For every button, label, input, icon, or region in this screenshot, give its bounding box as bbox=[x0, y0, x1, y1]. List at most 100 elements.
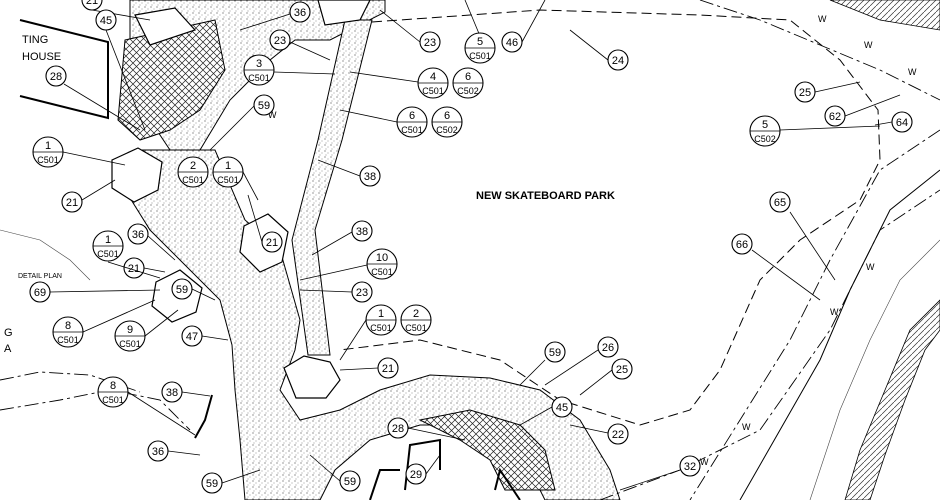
svg-text:38: 38 bbox=[364, 171, 376, 183]
svg-text:21: 21 bbox=[266, 237, 278, 249]
hexagon-planter-1 bbox=[111, 147, 163, 203]
water-line-letter: W bbox=[908, 67, 917, 77]
svg-text:8: 8 bbox=[110, 380, 116, 392]
skate-park-boundary bbox=[339, 9, 881, 426]
keynote-tag: 36 bbox=[127, 223, 176, 261]
svg-text:5: 5 bbox=[762, 119, 768, 131]
keynote-tag: 59 bbox=[201, 469, 261, 494]
keynote-tag: 21 bbox=[339, 357, 399, 379]
svg-text:45: 45 bbox=[100, 15, 112, 27]
svg-text:C501: C501 bbox=[469, 51, 491, 61]
svg-text:21: 21 bbox=[128, 263, 140, 275]
bottom-plaza-crosshatch bbox=[418, 409, 556, 491]
keynote-tag: 21 bbox=[81, 0, 151, 21]
keynote-tag: 21 bbox=[247, 194, 283, 253]
keynote-tag: 21 bbox=[61, 179, 116, 213]
svg-text:21: 21 bbox=[86, 0, 98, 7]
svg-text:6: 6 bbox=[465, 71, 471, 83]
keynote-tag: 23 bbox=[299, 281, 373, 303]
svg-text:69: 69 bbox=[34, 287, 46, 299]
keynote-tag: 28 bbox=[387, 417, 466, 441]
topo-line-1 bbox=[0, 389, 191, 431]
road-stripe bbox=[844, 299, 940, 500]
svg-text:C502: C502 bbox=[754, 134, 776, 144]
svg-text:62: 62 bbox=[829, 111, 841, 123]
svg-text:C501: C501 bbox=[102, 395, 124, 405]
svg-text:22: 22 bbox=[612, 429, 624, 441]
water-line-letter: W bbox=[864, 40, 873, 50]
keynote-tag: 59 bbox=[209, 94, 275, 151]
keynote-tag: 29 bbox=[405, 454, 441, 485]
retaining-wall-38 bbox=[194, 394, 213, 439]
diagonal-walkway bbox=[291, 19, 373, 356]
svg-text:1: 1 bbox=[45, 140, 51, 152]
svg-text:46: 46 bbox=[506, 37, 518, 49]
svg-text:23: 23 bbox=[274, 35, 286, 47]
water-line-letter: W bbox=[866, 262, 875, 272]
svg-text:59: 59 bbox=[258, 100, 270, 112]
edge-label: A bbox=[4, 343, 12, 355]
building-label: TING bbox=[22, 34, 48, 46]
svg-text:38: 38 bbox=[356, 226, 368, 238]
keynote-tag: 62 bbox=[824, 94, 901, 127]
svg-text:3: 3 bbox=[256, 58, 262, 70]
svg-text:29: 29 bbox=[410, 469, 422, 481]
svg-text:5: 5 bbox=[477, 36, 483, 48]
svg-text:4: 4 bbox=[430, 71, 436, 83]
svg-text:65: 65 bbox=[774, 197, 786, 209]
svg-text:59: 59 bbox=[344, 476, 356, 488]
svg-text:9: 9 bbox=[127, 324, 133, 336]
water-line-letter: W bbox=[830, 307, 839, 317]
keynote-tag: 23 bbox=[379, 9, 441, 53]
keynote-tag: 59 bbox=[171, 278, 216, 301]
existing-building-outline bbox=[19, 19, 109, 120]
svg-text:21: 21 bbox=[66, 197, 78, 209]
water-line-letter: W bbox=[818, 14, 827, 24]
topo-line-3 bbox=[0, 229, 91, 281]
svg-text:C501: C501 bbox=[37, 155, 59, 165]
water-line-right bbox=[599, 189, 940, 500]
bottom-wall-1 bbox=[369, 469, 400, 500]
water-line-letter: W bbox=[700, 457, 709, 467]
top-right-planting bbox=[829, 0, 940, 31]
keynote-tag: 25 bbox=[579, 358, 633, 396]
keynote-tag: 59 bbox=[309, 454, 361, 492]
svg-text:C501: C501 bbox=[57, 335, 79, 345]
keynote-tag: 36 bbox=[147, 440, 201, 462]
svg-text:36: 36 bbox=[132, 229, 144, 241]
water-line-letter: W bbox=[742, 422, 751, 432]
road-edge-2 bbox=[739, 169, 940, 500]
svg-text:28: 28 bbox=[392, 423, 404, 435]
keynote-tag: 59 bbox=[519, 341, 566, 386]
keynote-tag: 25 bbox=[794, 81, 861, 103]
svg-text:C502: C502 bbox=[436, 125, 458, 135]
svg-text:10: 10 bbox=[376, 252, 388, 264]
bottom-wall-3 bbox=[494, 467, 521, 500]
keynote-tag: 47 bbox=[181, 325, 229, 347]
svg-text:59: 59 bbox=[206, 478, 218, 490]
svg-text:1: 1 bbox=[225, 160, 231, 172]
svg-text:25: 25 bbox=[616, 364, 628, 376]
keynote-tag: 66 bbox=[731, 233, 821, 301]
svg-text:C501: C501 bbox=[370, 323, 392, 333]
svg-text:C501: C501 bbox=[248, 73, 270, 83]
keynote-tag: 32 bbox=[619, 455, 701, 491]
svg-text:64: 64 bbox=[896, 117, 908, 129]
keynote-tag: 22 bbox=[569, 423, 629, 445]
